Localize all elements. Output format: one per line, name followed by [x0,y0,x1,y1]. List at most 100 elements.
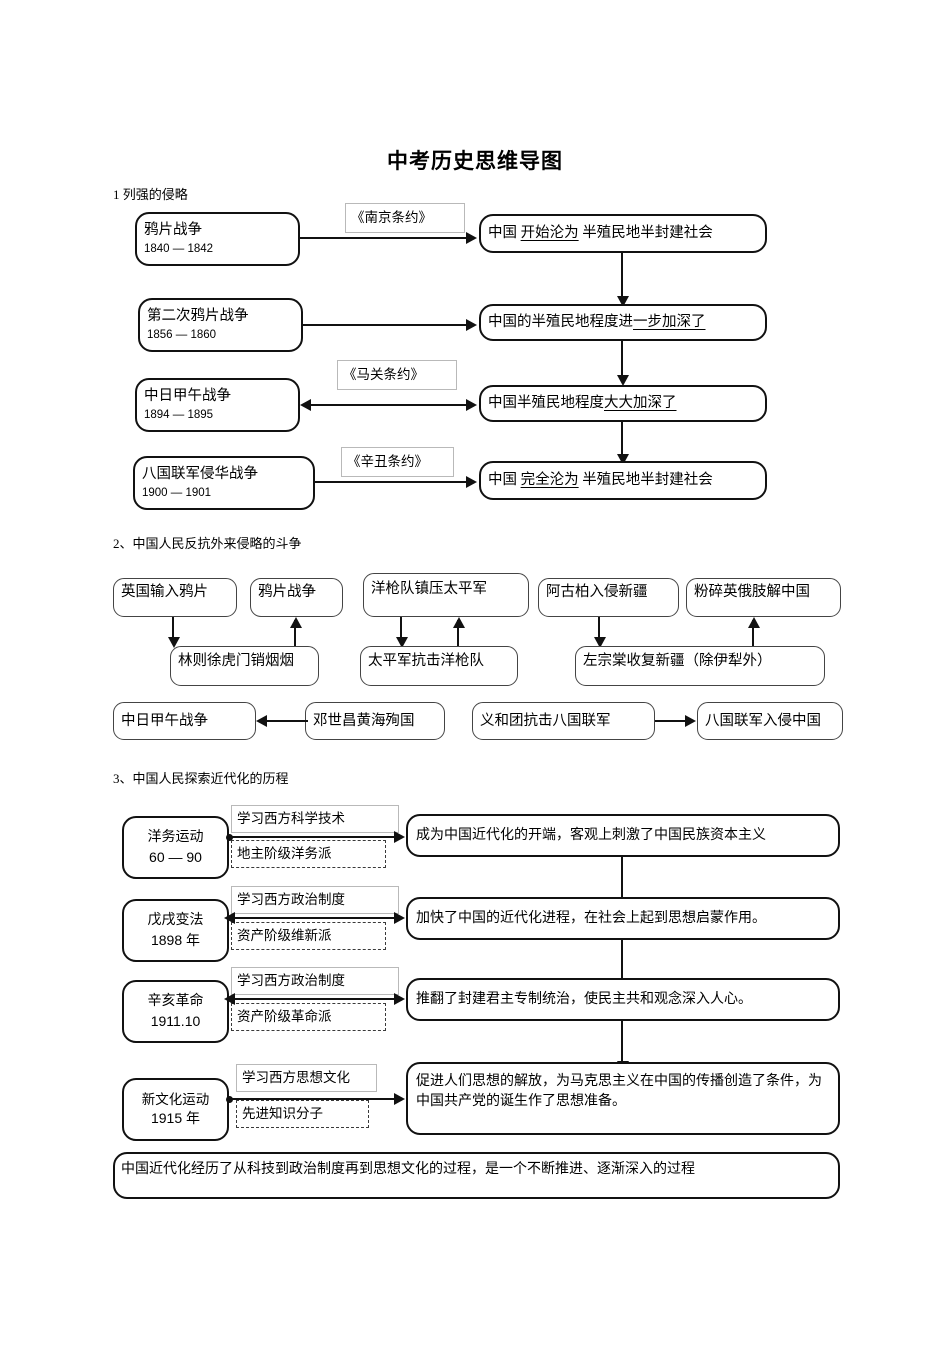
arrow-right-icon [394,912,405,924]
result-text: 加快了中国的近代化进程，在社会上起到思想启蒙作用。 [416,910,766,926]
arrow-up-icon [453,617,465,628]
connector-line [229,836,396,839]
connector-line [294,620,296,648]
result-emphasis: 开始沦为 [520,224,579,241]
connector-line [310,404,468,406]
node-label: 太平军抗击洋枪队 [368,652,484,669]
movement-node-xinhai[interactable]: 辛亥革命 1911.10 [122,980,229,1043]
connector-line [621,422,624,456]
node-label: 林则徐虎门销烟烟 [178,652,294,669]
connector-line [232,998,398,1000]
arrow-up-icon [748,617,760,628]
node-zuo-zongtang[interactable]: 左宗棠收复新疆（除伊犁外） [575,646,825,686]
movement-node-wuxu[interactable]: 戊戌变法 1898 年 [122,899,229,962]
node-label: 鸦片战争 [258,584,316,601]
result-text: 中国 开始沦为 半殖民地半封建社会 [488,223,758,244]
result-suffix: 半殖民地半封建社会 [582,224,713,241]
event-name: 鸦片战争 [144,222,202,239]
treaty-label-nanjing: 《南京条约》 [345,203,465,233]
learn-label-2: 学习西方政治制度 [231,886,399,914]
connector-line [621,857,624,899]
node-eight-nation-invade[interactable]: 八国联军入侵中国 [697,702,843,740]
result-emphasis: 完全沦为 [520,471,579,488]
event-years: 1840 — 1842 [144,242,214,255]
result-node-xinhai[interactable]: 推翻了封建君主专制统治，使民主共和观念深入人心。 [406,978,840,1021]
section-3-heading: 3、中国人民探索近代化的历程 [113,771,289,786]
result-text: 促进人们思想的解放，为马克思主义在中国的传播创造了条件，为中国共产党的诞生作了思… [416,1074,822,1109]
node-opium-war[interactable]: 鸦片战争 [250,578,343,617]
movement-node-xinwenhua[interactable]: 新文化运动 1915 年 [122,1078,229,1141]
connector-line [621,1021,624,1063]
connector-line [752,620,754,648]
node-taiping-resist[interactable]: 太平军抗击洋枪队 [360,646,518,686]
event-node-eight-nation-war[interactable]: 八国联军侵华战争 1900 — 1901 [133,456,315,510]
result-prefix: 中国 [488,224,517,241]
arrow-right-icon [466,319,477,331]
conclusion-node[interactable]: 中国近代化经历了从科技到政治制度再到思想文化的过程，是一个不断推进、逐渐深入的过… [113,1152,840,1199]
movement-node-yangwu[interactable]: 洋务运动 60 — 90 [122,816,229,879]
node-label: 粉碎英俄肢解中国 [694,584,810,601]
node-british-opium[interactable]: 英国输入鸦片 [113,578,237,617]
movement-years: 1915 年 [150,1110,201,1127]
arrow-down-icon [617,296,629,307]
arrow-right-icon [466,476,477,488]
result-prefix: 中国的半殖民地程度进 [488,313,633,330]
node-sino-japanese-war[interactable]: 中日甲午战争 [113,702,256,740]
arrow-right-icon [685,715,696,727]
arrow-left-icon [256,715,267,727]
node-label: 英国输入鸦片 [121,584,208,601]
movement-years: 1911.10 [150,1012,201,1029]
section-1-heading: 1 列强的侵略 [113,187,188,202]
result-emphasis: 一步加深了 [633,313,706,330]
node-foreign-gun-corps[interactable]: 洋枪队镇压太平军 [363,573,529,617]
event-years: 1894 — 1895 [144,408,214,421]
node-label: 洋枪队镇压太平军 [371,581,487,598]
connector-line [229,1098,396,1101]
movement-name: 洋务运动 [147,829,204,845]
connector-line [303,324,468,327]
result-node-2[interactable]: 中国的半殖民地程度进一步加深了 [479,304,767,341]
arrow-left-icon [224,912,235,924]
arrow-down-icon [617,454,629,465]
node-agubo-invade[interactable]: 阿古柏入侵新疆 [538,578,679,617]
result-node-4[interactable]: 中国 完全沦为 半殖民地半封建社会 [479,461,767,500]
result-text: 中国的半殖民地程度进一步加深了 [488,312,758,333]
result-node-xinwenhua[interactable]: 促进人们思想的解放，为马克思主义在中国的传播创造了条件，为中国共产党的诞生作了思… [406,1062,840,1135]
conclusion-text: 中国近代化经历了从科技到政治制度再到思想文化的过程，是一个不断推进、逐渐深入的过… [121,1162,695,1177]
class-label-4: 先进知识分子 [236,1100,369,1128]
result-text: 中国 完全沦为 半殖民地半封建社会 [488,470,758,491]
node-yihetuan[interactable]: 义和团抗击八国联军 [472,702,655,740]
arrow-right-icon [394,993,405,1005]
result-emphasis: 大大加深了 [604,394,677,411]
event-node-sino-japanese-war[interactable]: 中日甲午战争 1894 — 1895 [135,378,300,432]
result-prefix: 中国半殖民地程度 [488,394,604,411]
event-years: 1856 — 1860 [147,328,217,341]
node-label: 中日甲午战争 [121,712,208,729]
movement-name: 戊戌变法 [147,912,204,928]
connector-line [400,617,402,639]
event-node-second-opium-war[interactable]: 第二次鸦片战争 1856 — 1860 [138,298,303,352]
connector-line [266,720,308,722]
result-node-3[interactable]: 中国半殖民地程度大大加深了 [479,385,767,422]
result-node-wuxu[interactable]: 加快了中国的近代化进程，在社会上起到思想启蒙作用。 [406,897,840,940]
event-name: 中日甲午战争 [144,388,231,405]
result-text: 成为中国近代化的开端，客观上刺激了中国民族资本主义 [416,827,766,843]
arrow-right-icon [466,399,477,411]
result-node-yangwu[interactable]: 成为中国近代化的开端，客观上刺激了中国民族资本主义 [406,814,840,857]
event-node-opium-war[interactable]: 鸦片战争 1840 — 1842 [135,212,300,266]
node-label: 八国联军入侵中国 [705,712,821,729]
arrow-down-icon [168,637,180,648]
arrow-right-icon [394,831,405,843]
class-label-2: 资产阶级维新派 [231,922,386,950]
node-smash-anglo-russian[interactable]: 粉碎英俄肢解中国 [686,578,841,617]
node-deng-shichang[interactable]: 邓世昌黄海殉国 [305,702,445,740]
node-lin-zexu[interactable]: 林则徐虎门销烟烟 [170,646,319,686]
connector-line [598,617,600,639]
arrow-right-icon [466,232,477,244]
arrow-down-icon [594,637,606,648]
movement-name: 新文化运动 [141,1091,210,1107]
result-node-1[interactable]: 中国 开始沦为 半殖民地半封建社会 [479,214,767,253]
event-name: 八国联军侵华战争 [142,466,258,483]
learn-label-1: 学习西方科学技术 [231,805,399,833]
learn-label-3: 学习西方政治制度 [231,967,399,995]
